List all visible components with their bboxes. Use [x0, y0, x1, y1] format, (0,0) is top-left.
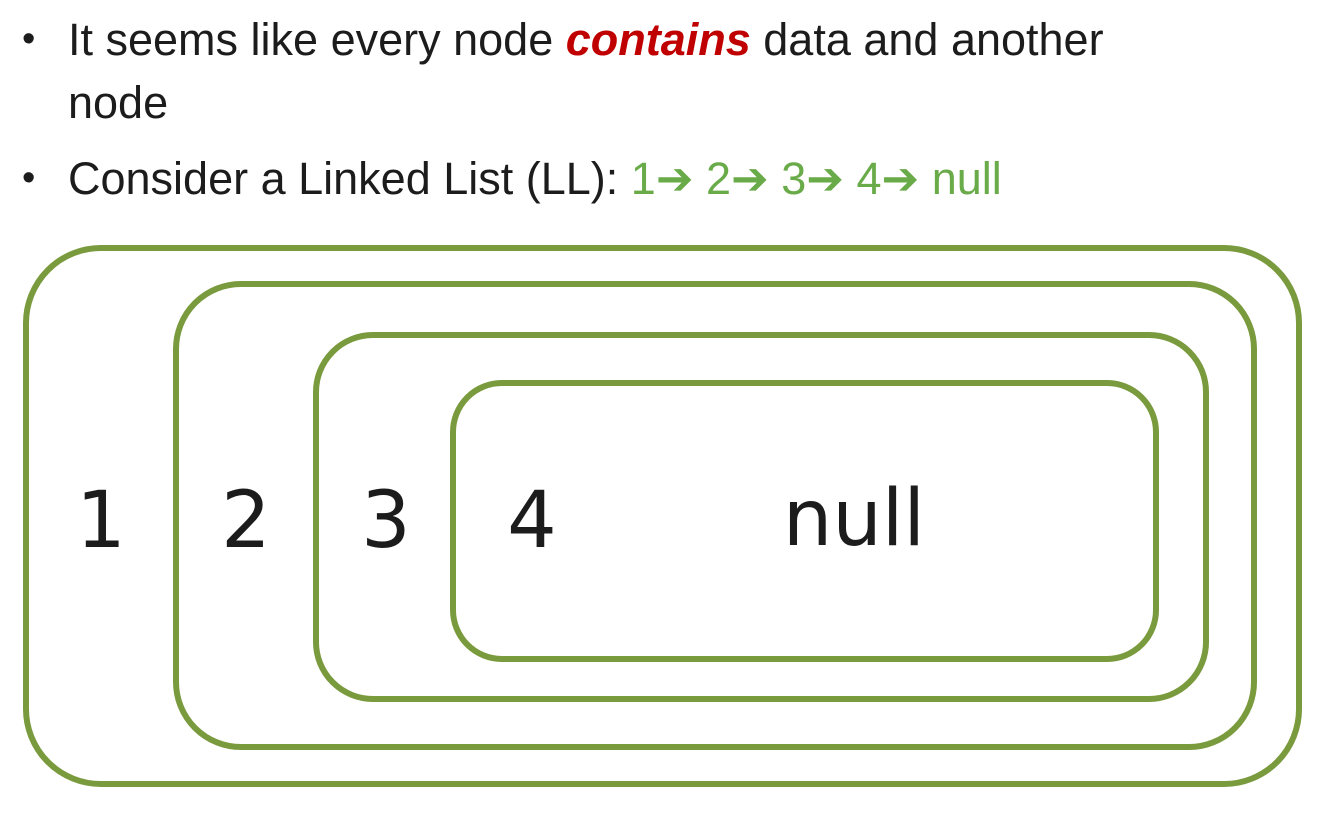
- bullet-marker: •: [22, 157, 36, 199]
- node-box-1: [23, 245, 1302, 787]
- bullet-item-every-node: • It seems like every node contains data…: [22, 8, 1324, 134]
- bullet-line-1: It seems like every node contains data a…: [68, 8, 1324, 71]
- text-before-emphasis: It seems like every node: [68, 14, 566, 65]
- node-box-4: [450, 380, 1159, 662]
- node-box-2: [173, 281, 1257, 750]
- emphasis-contains: contains: [565, 14, 751, 65]
- node-value-null: null: [782, 474, 926, 564]
- ll-intro-text: Consider a Linked List (LL):: [68, 153, 631, 204]
- node-value-1: 1: [76, 476, 126, 566]
- node-value-4: 4: [507, 476, 557, 566]
- node-value-2: 2: [221, 476, 271, 566]
- bullet-list: • It seems like every node contains data…: [22, 8, 1324, 210]
- text-after-emphasis: data and another: [750, 14, 1104, 65]
- bullet-line-2: node: [68, 77, 169, 128]
- node-box-3: [313, 332, 1209, 702]
- bullet-marker: •: [22, 18, 36, 60]
- bullet-item-consider-ll: • Consider a Linked List (LL): 1➔ 2➔ 3➔ …: [22, 147, 1324, 210]
- ll-sequence-text: 1➔ 2➔ 3➔ 4➔ null: [630, 153, 1002, 204]
- node-value-3: 3: [361, 476, 411, 566]
- bullet-text: It seems like every node contains data a…: [68, 8, 1324, 134]
- bullet-text: Consider a Linked List (LL): 1➔ 2➔ 3➔ 4➔…: [68, 147, 1324, 210]
